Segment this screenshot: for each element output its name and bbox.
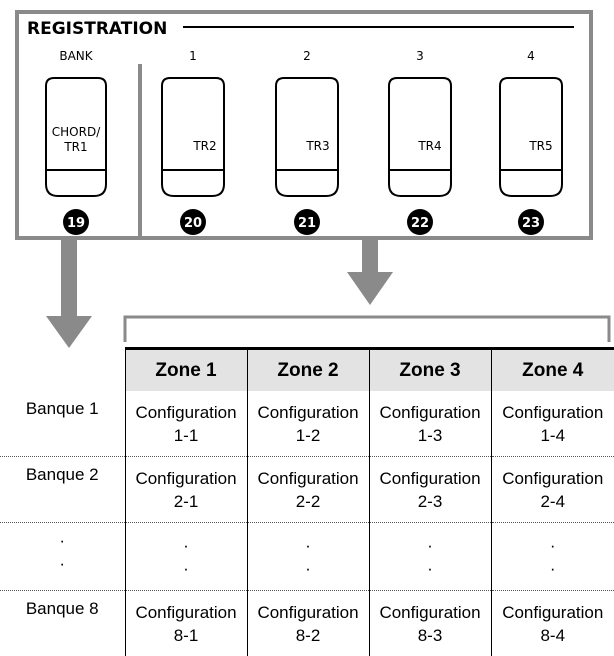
bank-header: BANK — [59, 49, 93, 63]
table-cell: ·· — [247, 523, 369, 591]
bank-arrow-shaft — [61, 240, 77, 318]
column-header-zone-4: Zone 4 — [491, 349, 614, 392]
table-cell: ·· — [491, 523, 614, 591]
area-2-button[interactable]: TR3 — [276, 78, 338, 196]
area-1-button-label: TR2 — [192, 139, 216, 153]
callout-20-label: 20 — [184, 216, 202, 231]
areas-arrow-shaft — [362, 240, 378, 274]
panel-title: REGISTRATION — [27, 19, 167, 39]
callout-22-label: 22 — [411, 216, 429, 231]
row-header-bank-8: Banque 8 — [0, 591, 125, 656]
row-header-bank-2: Banque 2 — [0, 457, 125, 523]
area-4-button[interactable]: TR5 — [500, 78, 562, 196]
table-cell: ·· — [369, 523, 491, 591]
area-2-button-shape — [276, 78, 338, 196]
area-3-button-label: TR4 — [417, 139, 441, 153]
area-2-button-label: TR3 — [305, 139, 329, 153]
callout-23-label: 23 — [522, 216, 540, 231]
table-cell: ·· — [125, 523, 247, 591]
zone-bracket — [125, 317, 609, 342]
area-3-button-shape — [389, 78, 451, 196]
bank-arrow-head — [46, 316, 92, 348]
areas-arrow-head — [347, 272, 393, 305]
table-corner — [0, 349, 125, 392]
area-3-header: 3 — [416, 49, 424, 63]
table-header-row: Zone 1 Zone 2 Zone 3 Zone 4 — [0, 349, 614, 392]
bank-button-label-line2: TR1 — [63, 140, 87, 154]
area-1-header: 1 — [189, 49, 197, 63]
area-4-button-label: TR5 — [528, 139, 552, 153]
bank-button-label-line1: CHORD/ — [52, 125, 101, 139]
registration-table: Zone 1 Zone 2 Zone 3 Zone 4 Banque 1 Con… — [0, 347, 614, 656]
bank-button[interactable]: CHORD/ TR1 — [46, 78, 106, 196]
row-header-ellipsis: ·· — [0, 523, 125, 591]
area-2-header: 2 — [303, 49, 311, 63]
area-1-button-shape — [162, 78, 224, 196]
table-row-ellipsis: ·· ·· ·· ·· ·· — [0, 523, 614, 591]
column-header-zone-2: Zone 2 — [247, 349, 369, 392]
callout-19-label: 19 — [67, 216, 85, 231]
column-header-zone-1: Zone 1 — [125, 349, 247, 392]
column-header-zone-3: Zone 3 — [369, 349, 491, 392]
area-1-button[interactable]: TR2 — [162, 78, 224, 196]
row-header-bank-1: Banque 1 — [0, 391, 125, 457]
area-4-header: 4 — [527, 49, 535, 63]
area-3-button[interactable]: TR4 — [389, 78, 451, 196]
callout-21-label: 21 — [298, 216, 316, 231]
area-4-button-shape — [500, 78, 562, 196]
